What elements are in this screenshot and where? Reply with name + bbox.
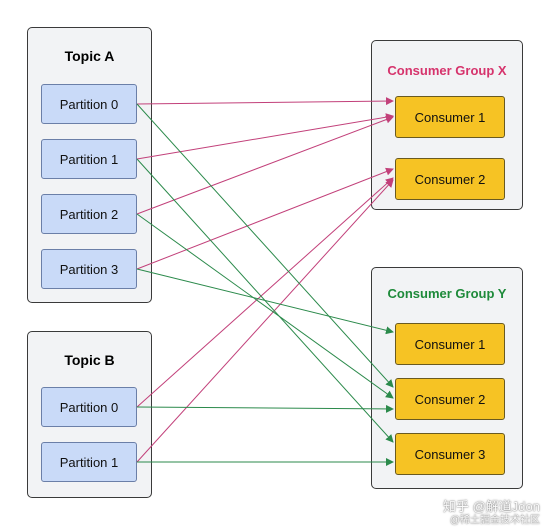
topic-b-partition-1: Partition 1 (41, 442, 137, 482)
edge-A3-to-X2 (136, 167, 394, 270)
edge-A0-to-Y2 (136, 103, 394, 388)
watermark-sub: @稀土掘金技术社区 (449, 515, 540, 526)
watermark-main: 知乎 @解道Jdon (443, 499, 540, 514)
group-x-consumer-2: Consumer 2 (395, 158, 505, 200)
edge-B0-to-Y2 (136, 404, 394, 413)
topic-a-title: Topic A (64, 48, 115, 64)
topic-a-partition-0: Partition 0 (41, 84, 137, 124)
group-y-consumer-3: Consumer 3 (395, 433, 505, 475)
group-x-consumer-1: Consumer 1 (395, 96, 505, 138)
group-y-consumer-2: Consumer 2 (395, 378, 505, 420)
edge-A1-to-X1 (136, 113, 394, 160)
group-x-title: Consumer Group X (387, 63, 507, 78)
edge-B0-to-X2 (136, 177, 394, 408)
topic-b-partition-0: Partition 0 (41, 387, 137, 427)
edge-B1-to-X2 (136, 179, 394, 463)
edge-A1-to-Y3 (136, 158, 394, 443)
topic-b-title: Topic B (64, 352, 115, 368)
topic-a-partition-3: Partition 3 (41, 249, 137, 289)
group-y-title: Consumer Group Y (387, 286, 507, 301)
edge-A2-to-X1 (136, 115, 394, 215)
edge-A3-to-Y1 (136, 268, 394, 335)
topic-a-partition-1: Partition 1 (41, 139, 137, 179)
group-y-consumer-1: Consumer 1 (395, 323, 505, 365)
edge-A2-to-Y2 (136, 213, 394, 399)
topic-a-partition-2: Partition 2 (41, 194, 137, 234)
edge-A0-to-X1 (136, 97, 394, 106)
